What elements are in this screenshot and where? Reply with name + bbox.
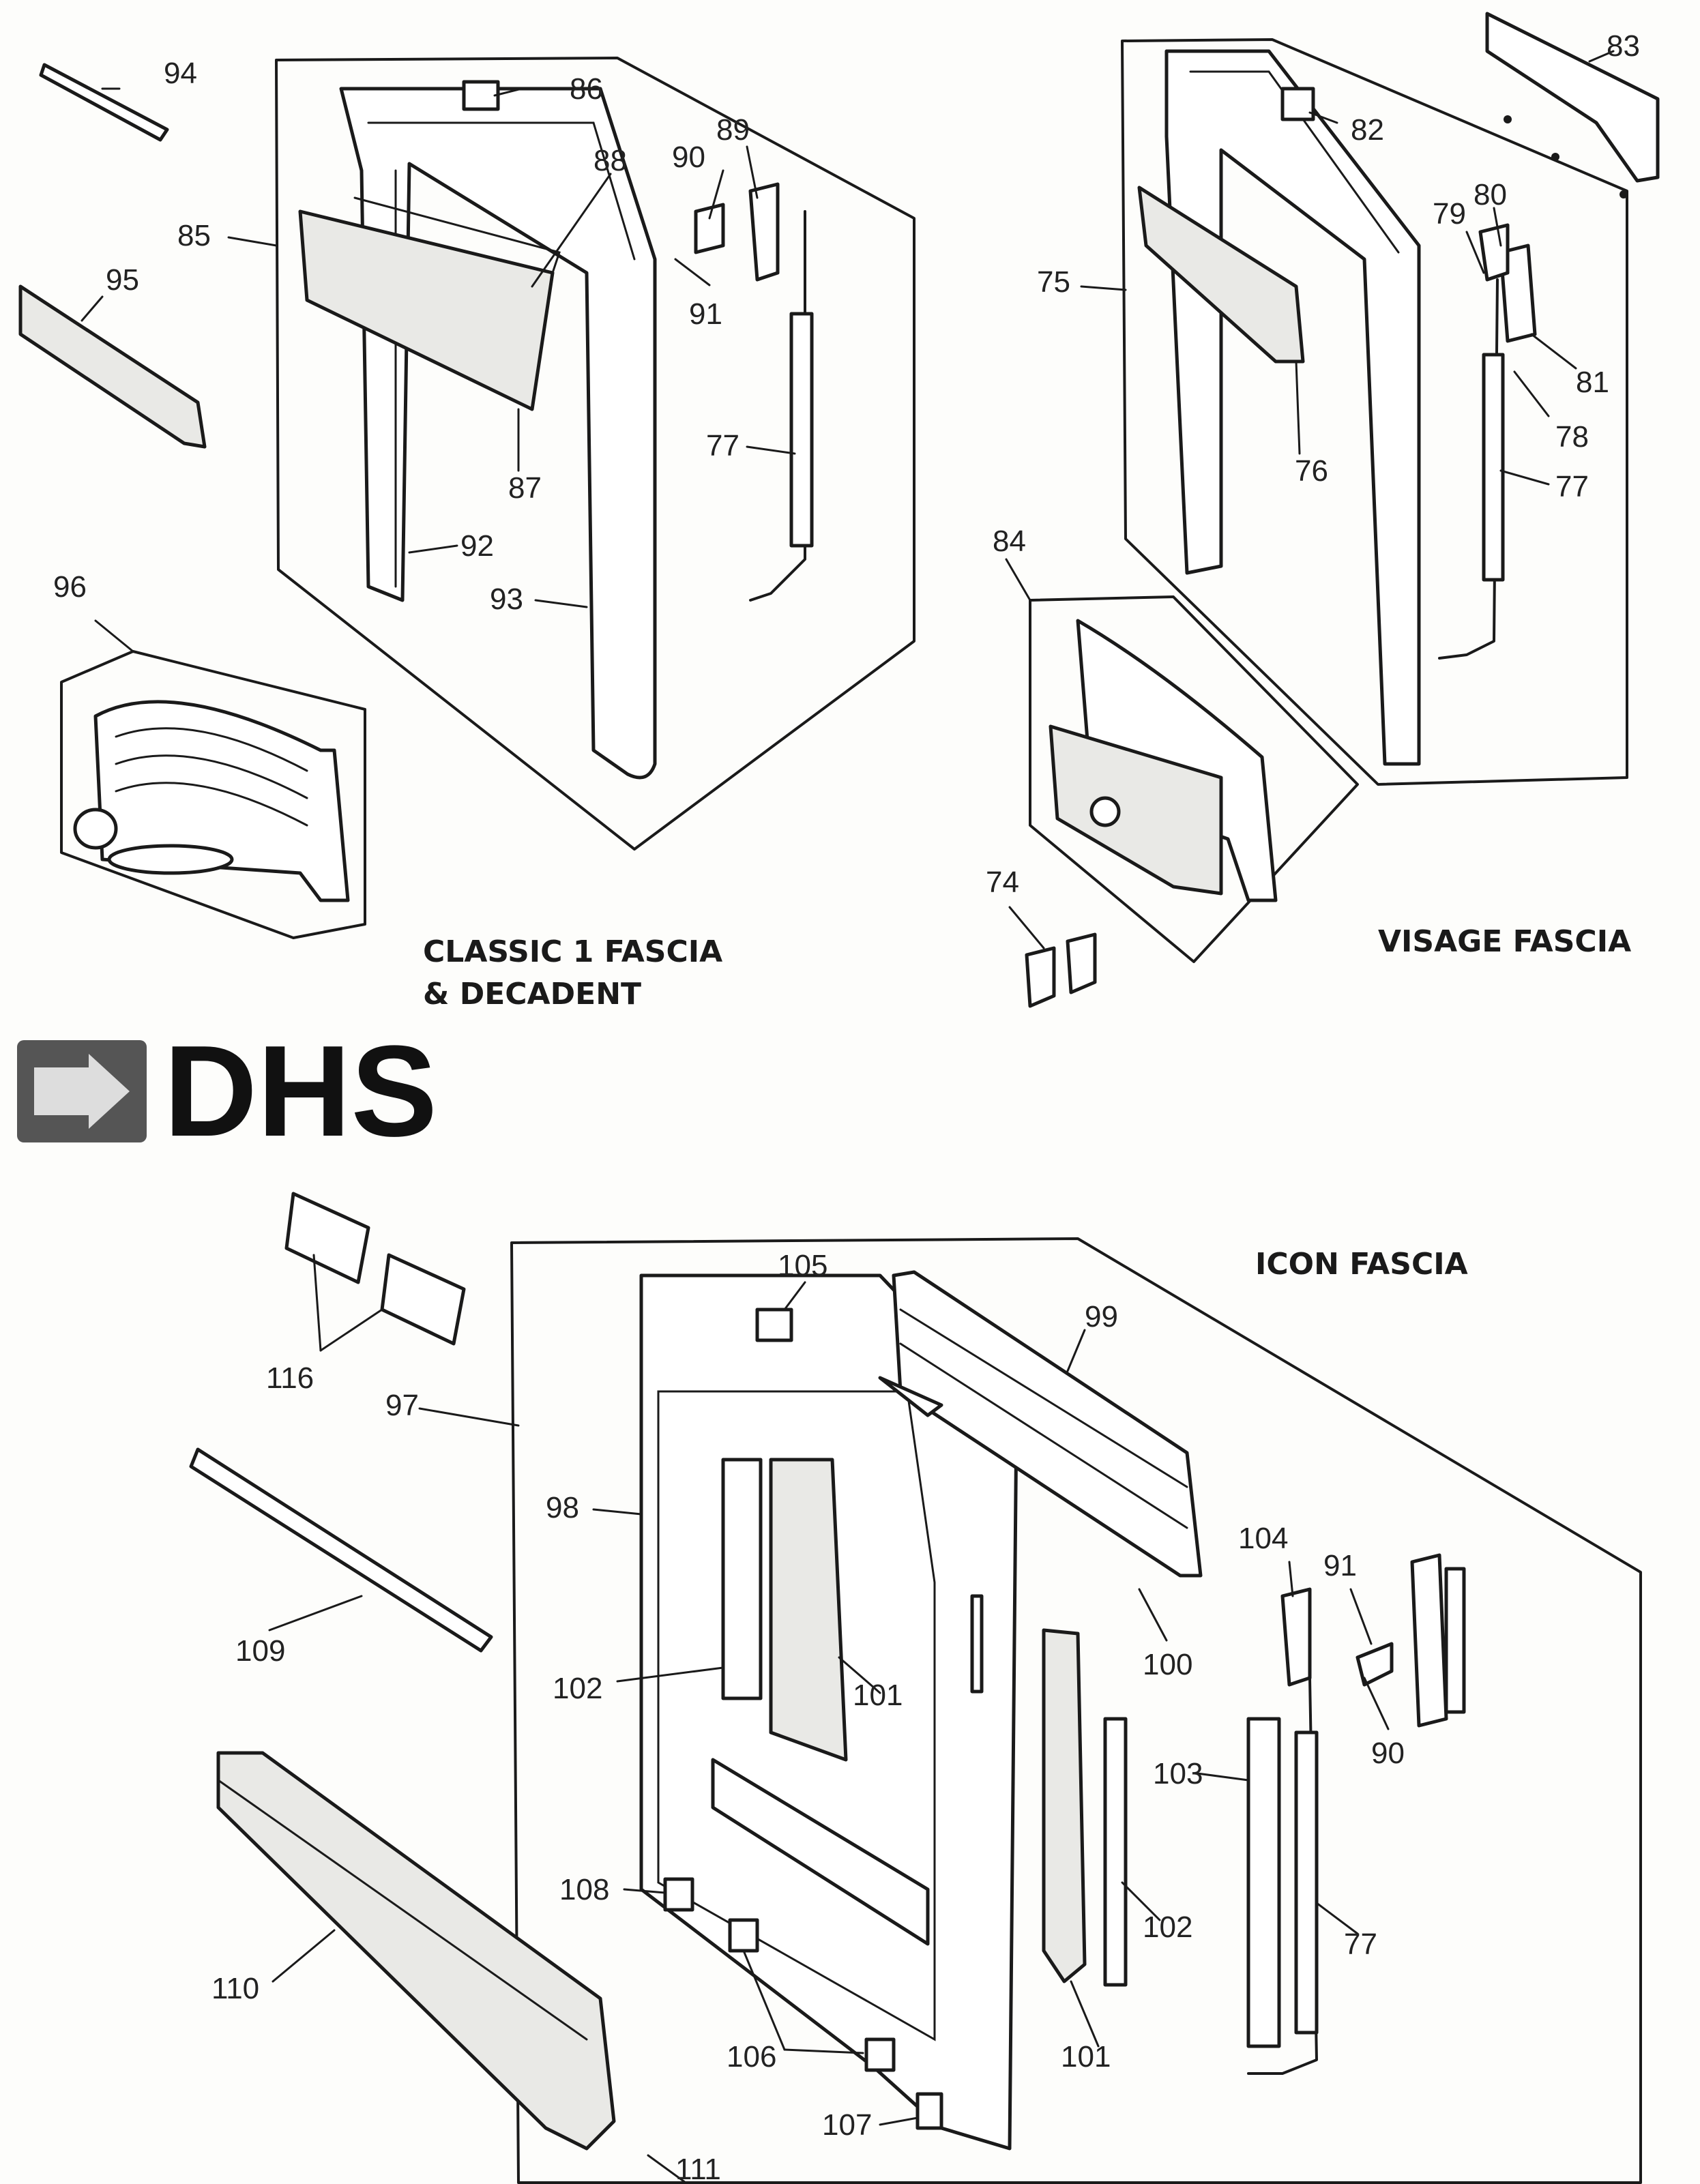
part-label-79: 79 xyxy=(1433,197,1466,231)
classic-title-line2: & DECADENT xyxy=(423,977,641,1012)
visage-boundary xyxy=(1121,38,1628,786)
clip-106b xyxy=(864,2037,896,2072)
part-label-90a: 90 xyxy=(672,141,705,174)
part-label-102b: 102 xyxy=(1143,1910,1192,1944)
part-label-89: 89 xyxy=(716,113,750,147)
part-label-88: 88 xyxy=(593,144,627,177)
bracket-74b xyxy=(1066,932,1097,994)
part-label-95: 95 xyxy=(106,263,139,297)
part-label-103: 103 xyxy=(1153,1757,1203,1790)
part-label-111: 111 xyxy=(675,2153,721,2184)
part-label-92: 92 xyxy=(460,529,494,563)
clip-108 xyxy=(663,1877,694,1912)
part-label-108: 108 xyxy=(559,1873,609,1906)
icon-strip-103 xyxy=(1246,1717,1281,2048)
part-label-77c: 77 xyxy=(1344,1928,1377,1961)
part-label-81: 81 xyxy=(1576,366,1609,399)
dhs-logo: DHS xyxy=(17,1019,437,1164)
visage-fret xyxy=(1076,619,1278,902)
part-label-77b: 77 xyxy=(1555,470,1589,503)
part-label-78: 78 xyxy=(1555,420,1589,454)
part-label-116: 116 xyxy=(266,1361,314,1395)
part-label-74: 74 xyxy=(986,866,1019,899)
part-label-83: 83 xyxy=(1607,29,1640,63)
part-label-97: 97 xyxy=(385,1389,419,1422)
bracket-89 xyxy=(748,182,780,282)
visage-fascia-group xyxy=(1005,12,1660,1008)
part-label-105: 105 xyxy=(778,1249,827,1282)
visage-hood xyxy=(1137,186,1305,364)
rod-77-bracket xyxy=(789,312,814,548)
visage-fascia-frame xyxy=(1164,49,1421,766)
icon-panel-101-right xyxy=(1042,1628,1087,1983)
icon-panel-101-left xyxy=(769,1458,848,1762)
icon-strip-102-left xyxy=(721,1458,763,1700)
bracket-83 xyxy=(1485,12,1660,183)
part-label-91b: 91 xyxy=(1323,1549,1357,1582)
part-label-96: 96 xyxy=(53,570,87,604)
part-label-91a: 91 xyxy=(689,297,722,331)
classic-clip-86 xyxy=(462,80,500,111)
clip-106a xyxy=(728,1918,759,1953)
part-label-82: 82 xyxy=(1351,113,1384,147)
part-label-99: 99 xyxy=(1085,1300,1118,1333)
visage-title: VISAGE FASCIA xyxy=(1378,924,1631,959)
logo-text: DHS xyxy=(164,1019,437,1164)
part-label-84: 84 xyxy=(993,525,1026,558)
logo-arrow-icon xyxy=(34,1054,130,1129)
bracket-104 xyxy=(1280,1587,1312,1687)
classic-fascia-frame xyxy=(339,87,657,780)
part-label-109: 109 xyxy=(235,1634,285,1668)
part-label-110: 110 xyxy=(211,1972,259,2005)
bracket-80 xyxy=(1478,223,1510,282)
icon-base-110 xyxy=(216,1751,616,2151)
part-label-87: 87 xyxy=(508,471,542,505)
classic-boundary xyxy=(275,57,915,851)
part-label-76: 76 xyxy=(1295,454,1328,488)
classic-title-line1: CLASSIC 1 FASCIA xyxy=(423,934,722,969)
bar-95 xyxy=(18,284,207,449)
part-label-80: 80 xyxy=(1474,178,1507,211)
part-label-90b: 90 xyxy=(1371,1737,1405,1770)
bar-94 xyxy=(39,63,169,142)
visage-fret-boundary xyxy=(1029,595,1359,963)
icon-fascia-group xyxy=(189,1192,1642,2184)
bracket-116a xyxy=(284,1192,370,1284)
part-label-101b: 101 xyxy=(1061,2040,1111,2074)
part-label-77a: 77 xyxy=(706,429,739,462)
bracket-90-icon xyxy=(1355,1642,1394,1687)
part-label-75: 75 xyxy=(1037,265,1070,299)
bracket-116b xyxy=(380,1253,466,1346)
classic-hood xyxy=(298,209,555,411)
part-label-98: 98 xyxy=(546,1491,579,1524)
visage-clip-82 xyxy=(1280,87,1315,121)
bracket-74a xyxy=(1025,946,1056,1008)
icon-clip-105 xyxy=(755,1308,793,1342)
icon-title: ICON FASCIA xyxy=(1255,1247,1468,1282)
icon-strip-102-right xyxy=(1103,1717,1128,1987)
part-label-101a: 101 xyxy=(853,1679,903,1712)
part-label-93: 93 xyxy=(490,582,523,616)
part-label-106: 106 xyxy=(727,2040,776,2074)
part-label-100: 100 xyxy=(1143,1648,1192,1681)
part-label-85: 85 xyxy=(177,219,211,252)
part-label-102a: 102 xyxy=(553,1672,602,1705)
part-label-94: 94 xyxy=(164,57,197,90)
part-label-104: 104 xyxy=(1238,1522,1288,1555)
part-label-107: 107 xyxy=(822,2108,872,2142)
classic-fascia-group xyxy=(18,57,915,939)
part-label-86: 86 xyxy=(570,72,603,106)
clip-107 xyxy=(915,2092,943,2130)
bar-109 xyxy=(189,1447,493,1653)
bracket-90 xyxy=(694,203,725,254)
